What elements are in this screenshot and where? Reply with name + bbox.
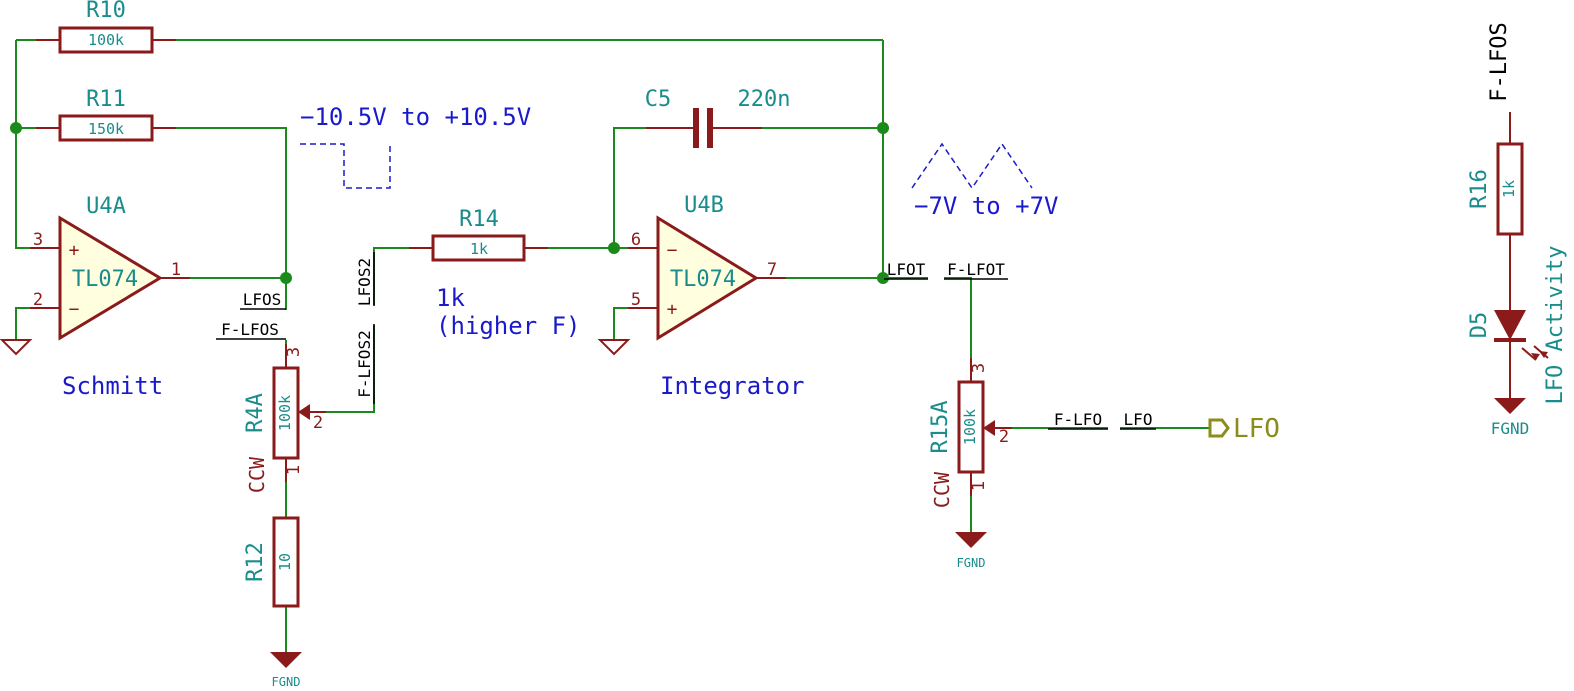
wires <box>15 39 1210 652</box>
u4a-pin-minus: 2 <box>33 290 43 310</box>
r4a-value: 100k <box>276 395 294 431</box>
c5-ref: C5 <box>645 87 672 112</box>
r14-note-line2: (higher F) <box>436 312 581 340</box>
triangle-range-note: −7V to +7V <box>914 192 1059 220</box>
square-range-note: −10.5V to +10.5V <box>300 103 531 131</box>
fgnd-r12: FGND <box>270 652 302 689</box>
junctions <box>10 122 889 284</box>
r15a-pin1: 1 <box>969 481 989 491</box>
square-wave-sketch <box>300 143 391 189</box>
r14-ref: R14 <box>459 207 499 232</box>
r14-note-line1: 1k <box>436 284 465 312</box>
triangle-wave-sketch <box>911 142 1033 190</box>
net-f-lfos-top: F-LFOS <box>1487 22 1512 101</box>
r16-value: 1k <box>1500 180 1518 198</box>
net-lfos: LFOS <box>243 290 282 309</box>
net-f-lfos: F-LFOS <box>221 320 279 339</box>
r15a-ref: R15A <box>928 401 953 454</box>
ground-u4b <box>597 339 631 356</box>
r4a-pin2: 2 <box>313 413 323 433</box>
net-f-lfot: F-LFOT <box>947 260 1005 279</box>
c5-value: 220n <box>738 87 791 112</box>
integrator-label: Integrator <box>660 372 805 400</box>
r4a-ref: R4A <box>243 393 268 433</box>
r14-value: 1k <box>470 240 488 258</box>
opamp-u4b: U4B TL074 6 5 7 − + <box>628 193 786 341</box>
net-f-lfos2: F-LFOS2 <box>355 330 374 397</box>
net-lfos2: LFOS2 <box>355 258 374 306</box>
r10-value: 100k <box>88 31 124 49</box>
u4b-pin-plus: 5 <box>631 290 641 310</box>
net-f-lfo: F-LFO <box>1054 410 1102 429</box>
lfo-output-port: LFO <box>1208 414 1280 444</box>
r11-ref: R11 <box>86 87 126 112</box>
opamp-u4a: U4A TL074 3 2 1 + − <box>30 194 190 341</box>
u4a-pin-plus: 3 <box>33 230 43 250</box>
r11-value: 150k <box>88 120 124 138</box>
r12-ref: R12 <box>243 542 268 582</box>
u4a-value: TL074 <box>72 267 138 292</box>
r16-ref: R16 <box>1467 169 1492 209</box>
r15a-pin3: 3 <box>969 363 989 373</box>
u4b-pin-minus: 6 <box>631 230 641 250</box>
u4b-ref: U4B <box>684 193 724 218</box>
r4a-pin1: 1 <box>284 465 304 475</box>
u4a-ref: U4A <box>86 194 126 219</box>
net-labels: LFOS F-LFOS LFOS2 F-LFOS2 LFOT F-LFOT F-… <box>216 252 1156 430</box>
potentiometer-r15a: 100k R15A CCW 3 1 2 <box>928 358 1012 508</box>
net-lfo: LFO <box>1124 410 1153 429</box>
resistor-r12: 10 R12 <box>243 516 300 608</box>
fgnd-label-3: FGND <box>1491 419 1530 438</box>
fgnd-label-1: FGND <box>272 675 301 689</box>
fgnd-r15a: FGND <box>955 532 987 570</box>
resistor-r11: R11 150k <box>36 87 176 142</box>
r15a-ccw: CCW <box>930 471 954 508</box>
u4b-pin-out: 7 <box>767 260 777 280</box>
r15a-value: 100k <box>961 409 979 445</box>
d5-value: LFO Activity <box>1543 246 1568 405</box>
resistor-r10: R10 100k <box>36 0 176 54</box>
d5-ref: D5 <box>1467 312 1492 339</box>
led-d5-icon <box>1494 310 1526 340</box>
r12-value: 10 <box>276 553 294 571</box>
potentiometer-r4a: 100k R4A CCW 3 1 2 <box>243 344 326 493</box>
schmitt-label: Schmitt <box>62 372 163 400</box>
led-section: F-LFOS 1k R16 D5 LFO Activity FGND <box>1467 22 1568 438</box>
r15a-pin2: 2 <box>999 427 1009 447</box>
ground-u4a <box>0 339 33 356</box>
u4b-value: TL074 <box>670 267 736 292</box>
u4b-plus-sign: + <box>667 299 678 320</box>
net-lfot: LFOT <box>887 260 926 279</box>
r4a-ccw: CCW <box>245 456 269 493</box>
lfo-port-label: LFO <box>1233 414 1280 444</box>
u4b-minus-sign: − <box>667 240 678 261</box>
u4a-plus-sign: + <box>69 240 80 261</box>
u4a-pin-out: 1 <box>171 260 181 280</box>
annotations: −10.5V to +10.5V −7V to +7V 1k (higher F… <box>62 103 1059 400</box>
resistor-r14: R14 1k <box>409 207 548 262</box>
r4a-pin3: 3 <box>284 347 304 357</box>
u4a-minus-sign: − <box>69 299 80 320</box>
fgnd-label-2: FGND <box>957 556 986 570</box>
capacitor-c5: C5 220n <box>645 87 791 148</box>
r10-ref: R10 <box>86 0 126 23</box>
